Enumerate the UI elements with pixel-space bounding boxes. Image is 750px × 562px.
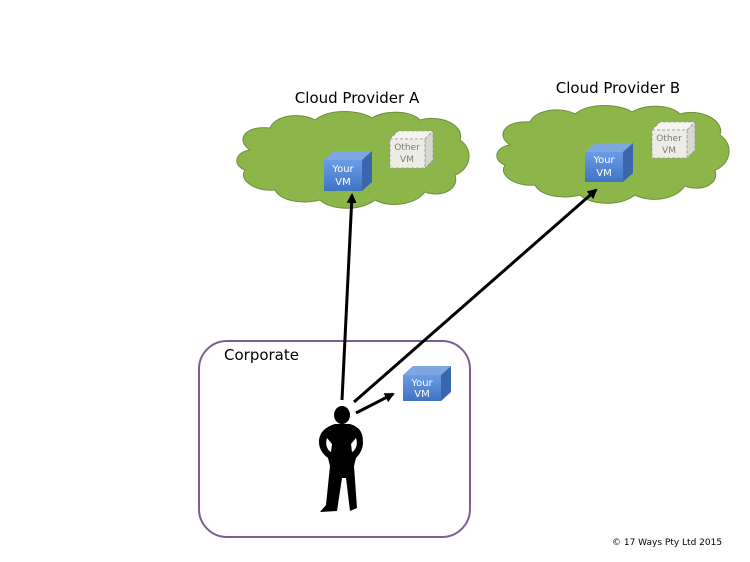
connection-arrows: [340, 188, 598, 415]
vm-label-line2: VM: [596, 168, 611, 179]
vm-label-line1: Other: [656, 134, 682, 144]
cloud-b-other-vm: Other VM: [651, 121, 696, 159]
person-silhouette-icon: [319, 406, 363, 512]
cloud-a-title: Cloud Provider A: [295, 89, 420, 107]
vm-label-line2: VM: [414, 389, 429, 400]
corporate-title: Corporate: [224, 346, 299, 364]
arrow-to-cloud-a: [340, 193, 357, 401]
arrow-to-cloud-b: [353, 188, 598, 404]
cloud-b-your-vm: Your VM: [585, 143, 633, 182]
vm-label-line1: Other: [394, 143, 420, 153]
vm-label-line1: Your: [410, 378, 433, 389]
corporate-zone: Corporate Your VM: [198, 340, 471, 538]
corporate-border: [198, 340, 471, 538]
cloud-a-your-vm: Your VM: [324, 151, 372, 191]
vm-label-line2: VM: [400, 155, 414, 165]
vm-label-line1: Your: [331, 164, 354, 175]
vm-label-line1: Your: [592, 155, 615, 166]
arrow-to-corporate-vm: [355, 392, 395, 415]
cloud-provider-b: Cloud Provider B Your VM Other VM: [496, 79, 730, 204]
cloud-provider-a: Cloud Provider A Your VM Other VM: [236, 89, 470, 209]
cloud-a-other-vm: Other VM: [389, 130, 434, 169]
vm-label-line2: VM: [335, 177, 350, 188]
copyright-text: © 17 Ways Pty Ltd 2015: [612, 538, 722, 548]
vm-label-line2: VM: [662, 146, 676, 156]
corporate-your-vm: Your VM: [403, 366, 451, 401]
cloud-b-title: Cloud Provider B: [556, 79, 680, 97]
